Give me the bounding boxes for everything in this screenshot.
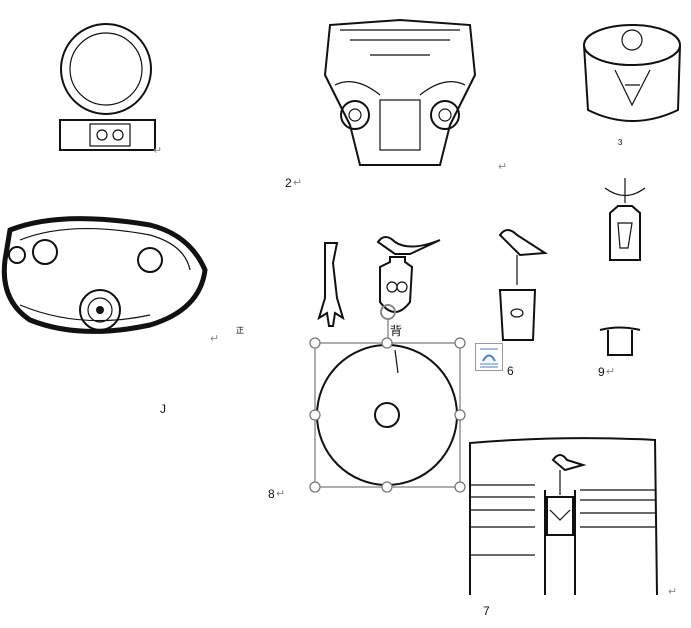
figure-pin-drawing: [317, 242, 345, 327]
paragraph-mark: ↵: [668, 586, 678, 598]
figure-label-j: J: [160, 402, 166, 416]
figure-cap-drawing: [599, 326, 641, 356]
paragraph-mark: ↵: [210, 333, 220, 345]
figure-bird-pendant-drawing: [376, 236, 441, 320]
paragraph-mark: ↵: [276, 488, 286, 500]
figure-label-back: 背: [390, 324, 403, 338]
figure-disc-selected[interactable]: [309, 320, 470, 498]
figure-label-3: 3: [618, 138, 623, 147]
figure-mask-drawing: [323, 18, 477, 166]
figure-label-front: 正: [236, 326, 244, 335]
paragraph-mark: ↵: [153, 145, 163, 157]
figure-label-8: 8: [268, 487, 275, 501]
figure-ornament-front-drawing: [1, 216, 208, 334]
layout-options-icon[interactable]: [475, 343, 503, 371]
figure-label-7: 7: [483, 604, 490, 618]
figure-ring-drawing: [59, 23, 156, 151]
figure-box-drawing: [583, 24, 681, 122]
figure-plaque-drawing: [604, 178, 646, 261]
paragraph-mark: ↵: [293, 177, 303, 189]
figure-bird-bell-drawing: [498, 229, 549, 341]
paragraph-mark: ↵: [606, 366, 616, 378]
figure-label-6: 6: [507, 364, 514, 378]
paragraph-mark: ↵: [498, 161, 508, 173]
resize-handles: [309, 337, 466, 493]
figure-label-9: 9: [598, 365, 605, 379]
figure-label-2: 2: [285, 176, 292, 190]
figure-rubbing-7-drawing: [469, 437, 658, 596]
